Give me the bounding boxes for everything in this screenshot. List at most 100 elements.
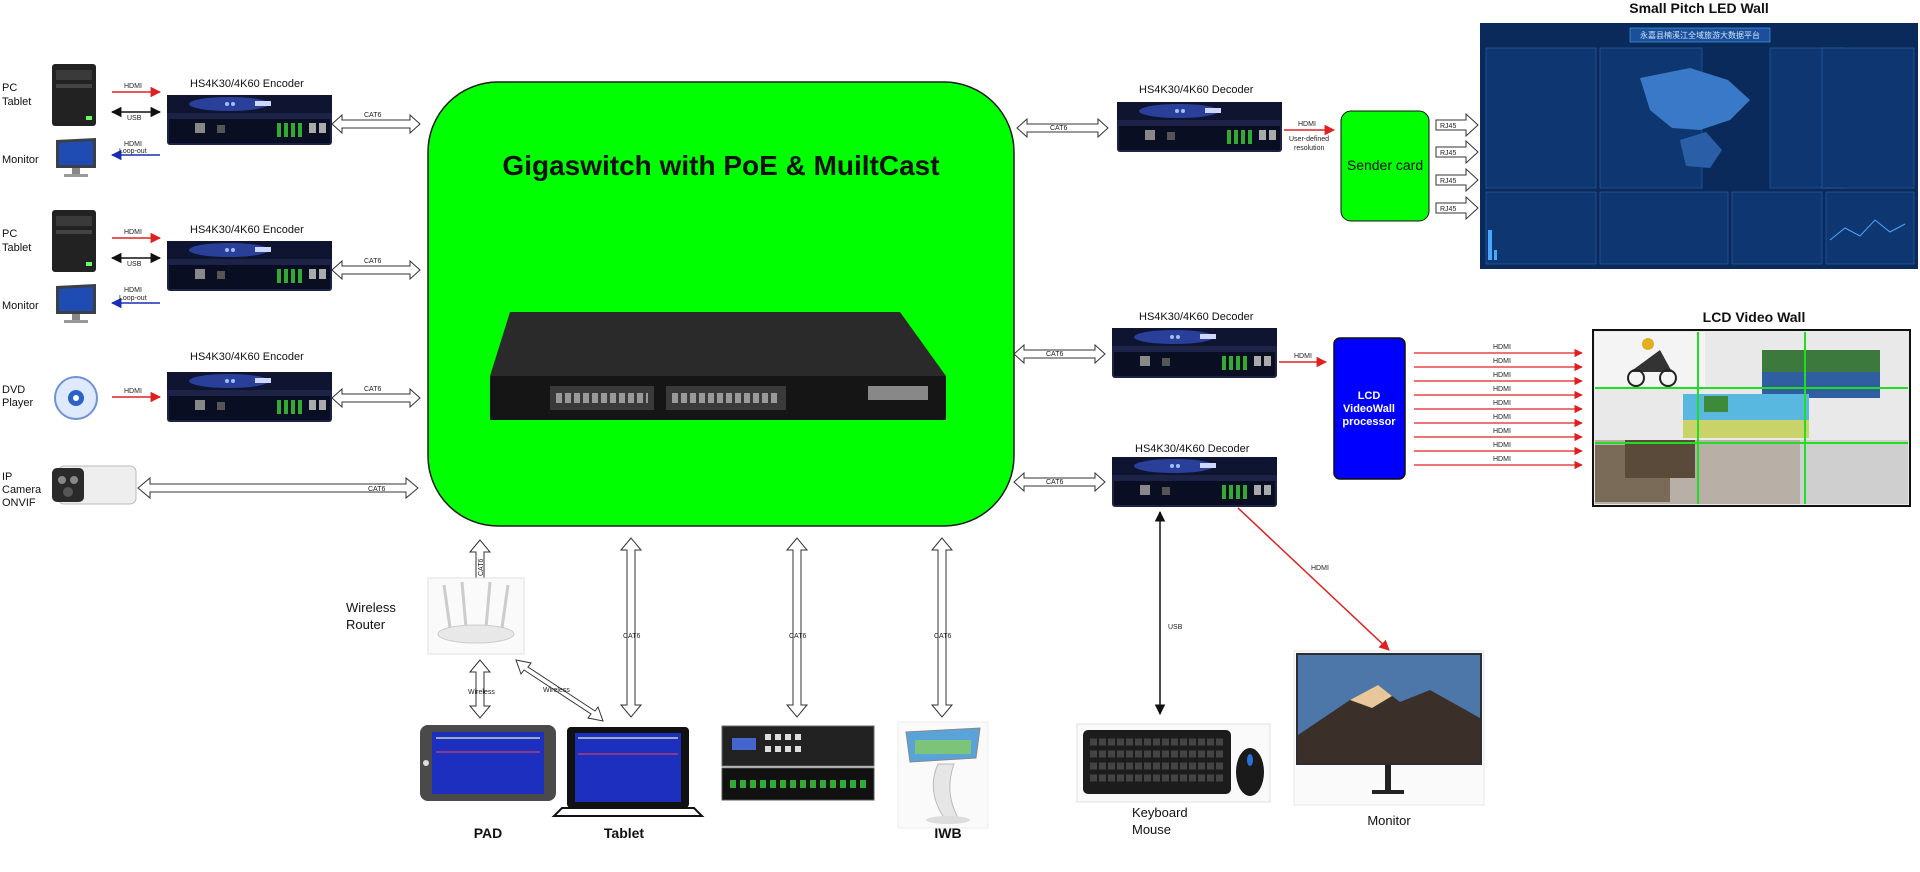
hdmi-label: HDMI — [1493, 442, 1511, 449]
rj45-label: RJ45 — [1440, 150, 1456, 157]
dvd-label: DVD — [2, 384, 25, 396]
cat6-label: CAT6 — [364, 386, 381, 393]
switch-device-image — [490, 312, 946, 420]
source-monitor-2: Monitor — [2, 284, 96, 323]
cat6-links-left — [137, 113, 421, 500]
cat6-label: CAT6 — [478, 559, 485, 576]
matrix-device — [721, 725, 875, 801]
hdmi-label: HDMI — [1493, 414, 1511, 421]
router-label: Wireless — [346, 600, 396, 615]
wireless-router: Wireless Router — [346, 577, 525, 655]
router-label-2: Router — [346, 617, 386, 632]
hdmi-label: HDMI — [1493, 344, 1511, 351]
wireless-label: Wireless — [468, 689, 495, 696]
rj45-label: RJ45 — [1440, 178, 1456, 185]
keyboard-mouse: Keyboard Mouse — [1076, 723, 1271, 837]
source-monitor-1: Monitor — [2, 138, 96, 177]
encoder-1: HS4K30/4K60 Encoder — [167, 78, 332, 145]
processor-label-3: processor — [1342, 416, 1396, 428]
loopout-label: Loop-out — [119, 295, 147, 302]
cat6-label: CAT6 — [934, 633, 951, 640]
wireless-links — [468, 659, 604, 722]
lcd-hdmi-fanout: HDMI HDMI HDMI HDMI HDMI HDMI HDMI HDMI … — [1414, 344, 1583, 470]
rj45-links — [1435, 112, 1479, 221]
sender-card-label: Sender card — [1347, 157, 1423, 173]
lcd-video-wall: LCD Video Wall — [1592, 309, 1911, 507]
tablet-label: Tablet — [2, 242, 31, 254]
lcd-wall-title: LCD Video Wall — [1703, 309, 1806, 325]
hdmi-label: HDMI — [1294, 353, 1312, 360]
hdmi-label: HDMI — [1493, 358, 1511, 365]
encoder-2: HS4K30/4K60 Encoder — [167, 224, 332, 291]
monitor-display: Monitor — [1293, 650, 1485, 828]
hdmi-label: HDMI — [124, 388, 142, 395]
pc-label: PC — [2, 82, 17, 94]
decoder-3: HS4K30/4K60 Decoder — [1112, 443, 1277, 507]
loopout-hdmi-label: HDMI — [124, 287, 142, 294]
rj45-label: RJ45 — [1440, 206, 1456, 213]
tablet-label: Tablet — [604, 825, 645, 841]
source-links: HDMI USB HDMI Loop-out HDMI USB HDMI Loo… — [110, 83, 162, 403]
source-dvd-player: DVD Player — [2, 376, 98, 420]
gigaswitch: Gigaswitch with PoE & MuiltCast — [427, 81, 1015, 527]
ip-label: IP — [2, 471, 12, 483]
hdmi-label: HDMI — [1493, 456, 1511, 463]
iwb-label: IWB — [934, 825, 961, 841]
encoder-label: HS4K30/4K60 Encoder — [190, 224, 304, 236]
wireless-label: Wireless — [543, 687, 570, 694]
source-pc-tablet-1: PC Tablet — [2, 64, 96, 126]
cat6-label: CAT6 — [789, 633, 806, 640]
led-wall-banner: 永嘉县楠溪江全域旅游大数据平台 — [1640, 30, 1760, 40]
decoder3-usb-link: USB — [1154, 510, 1183, 716]
mouse-label: Mouse — [1132, 822, 1171, 837]
decoder-1: HS4K30/4K60 Decoder — [1117, 84, 1282, 152]
cat6-label: CAT6 — [364, 258, 381, 265]
led-wall-title: Small Pitch LED Wall — [1629, 0, 1769, 16]
hdmi-label: HDMI — [124, 83, 142, 90]
pad-label: PAD — [474, 825, 503, 841]
sender-card: Sender card — [1340, 110, 1430, 222]
decoder-label: HS4K30/4K60 Decoder — [1139, 84, 1254, 96]
hdmi-label: HDMI — [1493, 386, 1511, 393]
usb-label: USB — [127, 115, 142, 122]
tablet-label: Tablet — [2, 96, 31, 108]
hdmi-label: HDMI — [1493, 428, 1511, 435]
hdmi-label: HDMI — [1493, 400, 1511, 407]
encoder-label: HS4K30/4K60 Encoder — [190, 351, 304, 363]
cat6-links-right — [1013, 117, 1109, 493]
led-wall: Small Pitch LED Wall 永嘉县楠溪江全域旅游大数据平台 — [1480, 0, 1918, 269]
decoder-label: HS4K30/4K60 Decoder — [1139, 311, 1254, 323]
hdmi-label: HDMI — [1298, 121, 1316, 128]
resolution-label: resolution — [1294, 145, 1324, 152]
keyboard-label: Keyboard — [1132, 805, 1188, 820]
processor-label-2: VideoWall — [1343, 403, 1395, 415]
decoder2-output: HDMI — [1279, 353, 1328, 368]
hdmi-label: HDMI — [124, 229, 142, 236]
player-label: Player — [2, 397, 34, 409]
hdmi-label: HDMI — [1311, 565, 1329, 572]
cat6-label: CAT6 — [364, 112, 381, 119]
wireless-labels: Wireless Wireless — [468, 687, 570, 696]
decoder1-output: HDMI User-defined resolution — [1284, 121, 1336, 152]
pad-device: PAD — [420, 725, 556, 841]
source-ip-camera: IP Camera ONVIF — [2, 465, 137, 509]
decoder-2: HS4K30/4K60 Decoder — [1112, 311, 1277, 378]
pc-label: PC — [2, 228, 17, 240]
cat6-labels-left: CAT6 CAT6 CAT6 CAT6 — [364, 112, 385, 493]
hdmi-label: HDMI — [1493, 372, 1511, 379]
cat6-labels-right: CAT6 CAT6 CAT6 — [1046, 125, 1067, 486]
user-defined-label: User-defined — [1289, 136, 1329, 143]
onvif-label: ONVIF — [2, 497, 36, 509]
loopout-hdmi-label: HDMI — [124, 141, 142, 148]
cat6-labels-bottom: CAT6 CAT6 CAT6 CAT6 — [478, 559, 951, 640]
iwb-device: IWB — [897, 721, 989, 841]
cat6-links-bottom — [468, 537, 954, 718]
tablet-device: Tablet — [551, 727, 705, 841]
processor-label-1: LCD — [1358, 390, 1381, 402]
cat6-label: CAT6 — [1046, 351, 1063, 358]
monitor-label: Monitor — [1367, 813, 1411, 828]
lcd-videowall-processor: LCD VideoWall processor — [1333, 337, 1406, 480]
usb-label: USB — [1168, 624, 1183, 631]
cat6-label: CAT6 — [1046, 479, 1063, 486]
